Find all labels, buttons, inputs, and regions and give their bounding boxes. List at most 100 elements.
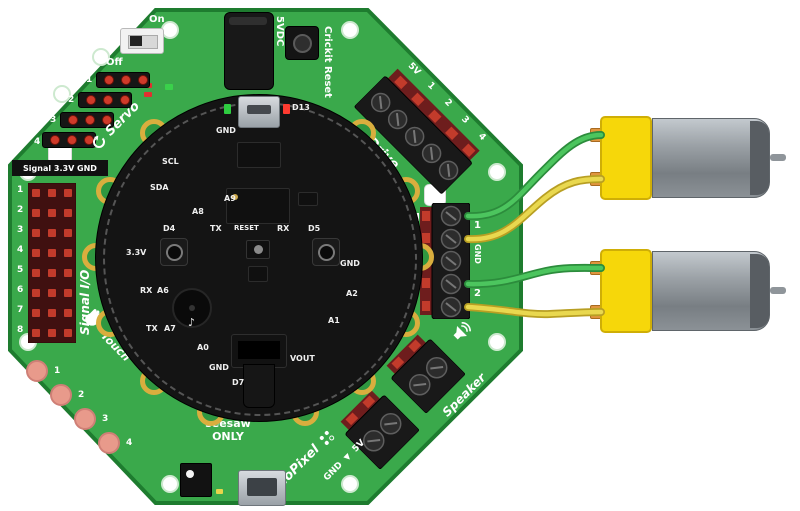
mounting-hole: [488, 333, 506, 351]
cpx-label: SDA: [150, 183, 169, 192]
touch-pad-label: 2: [78, 390, 85, 400]
signal-row-label: 6: [17, 285, 24, 295]
neopixel-title-group: NeoPixel: [256, 416, 348, 508]
dc-barrel-jack: [224, 12, 274, 90]
servo-horn-icon: [93, 135, 105, 148]
signal-row-label: 4: [17, 245, 24, 255]
motor-gnd-label: GND: [473, 244, 482, 264]
cpx-label: A2: [346, 289, 358, 298]
servo-title-group: Servo: [88, 73, 169, 154]
mounting-hole: [488, 163, 506, 181]
cpx-chip-tiny: [298, 192, 318, 206]
wire-motor1-yellow: [465, 176, 604, 242]
cpx-usb-connector: [238, 96, 280, 128]
cpx-battery-plug: [243, 364, 275, 408]
signal-row-label: 5: [17, 265, 24, 275]
touch-pad-2: [50, 384, 72, 406]
mounting-hole: [161, 475, 179, 493]
cpx-label: A8: [192, 207, 204, 216]
signal-row-label: 1: [17, 185, 24, 195]
switch-off-label: Off: [106, 57, 123, 68]
status-led: [144, 92, 152, 97]
servo-header-4: [42, 132, 96, 148]
touch-pad-label: 3: [102, 414, 109, 424]
wire-motor1-green: [465, 132, 604, 219]
crickit-reset-label: Crickit Reset: [322, 26, 333, 98]
signal-row-label: 3: [17, 225, 24, 235]
cpx-label: GND: [209, 363, 229, 372]
signal-header-bar: Signal 3.3V GND: [12, 160, 108, 176]
servo-header-3: [60, 112, 114, 128]
power-jack-label: 5VDC: [274, 16, 285, 47]
drive-group: 5V 1 2 3 4 Drive: [326, 45, 517, 236]
motor2-shaft: [770, 287, 786, 294]
motor2-end-cap: [600, 249, 652, 333]
mounting-hole: [92, 48, 110, 66]
bottom-status-neopixel: [180, 463, 212, 497]
cpx-accel-chip: [248, 266, 268, 282]
mounting-hole: [341, 475, 359, 493]
motor2-rear-cap: [750, 254, 769, 328]
servo-pin-label: 2: [68, 95, 75, 105]
crickit-reset-button: [285, 26, 319, 60]
touch-pad-1: [26, 360, 48, 382]
cpx-buzzer: [172, 288, 212, 328]
touch-pad-4: [98, 432, 120, 454]
speaker-icon: [453, 322, 471, 340]
drive-terminal-block: [354, 68, 480, 194]
cpx-label: A1: [328, 316, 340, 325]
cpx-label: GND: [340, 259, 360, 268]
cpx-reset-button: [246, 240, 270, 259]
cpx-button-d5: [312, 238, 340, 266]
signal-row-label: 7: [17, 305, 24, 315]
signal-row-label: 2: [17, 205, 24, 215]
cpx-button-d4: [160, 238, 188, 266]
neopixel-terminal-block: [340, 390, 419, 469]
switch-on-label: On: [149, 14, 165, 25]
signal-header-text: Signal 3.3V GND: [23, 163, 97, 173]
cpx-label: TX: [210, 224, 222, 233]
cpx-label: GND: [216, 126, 236, 135]
servo-pin-label: 3: [50, 115, 57, 125]
cpx-label: D4: [163, 224, 176, 233]
servo-header-1: [96, 72, 150, 88]
wire-motor2-green: [465, 265, 604, 287]
neopixel-dots-icon: [319, 430, 335, 445]
cpx-label: RESET: [234, 224, 259, 232]
motor1-end-cap: [600, 116, 652, 200]
cpx-label: SCL: [162, 157, 179, 166]
green-on-led: [224, 104, 231, 114]
dc-motor-1: [590, 116, 795, 200]
cpx-label: D13: [292, 103, 310, 112]
motor1-shaft: [770, 154, 786, 161]
switch-nub: [130, 36, 142, 46]
cpx-label: RX: [277, 224, 290, 233]
d13-led: [283, 104, 290, 114]
mounting-hole: [53, 85, 71, 103]
bottom-usb-connector: [238, 470, 286, 506]
music-note-icon: ♪: [188, 316, 196, 329]
wire-motor2-yellow: [465, 304, 604, 317]
cpx-label: RX: [140, 286, 153, 295]
power-switch: [120, 28, 164, 54]
cpx-label: 3.3V: [126, 248, 147, 257]
cpx-label: A6: [157, 286, 169, 295]
cpx-label: A9: [224, 194, 236, 203]
cpx-chip-small: [237, 142, 281, 168]
cpx-label: D7: [232, 378, 245, 387]
servo-header-2: [78, 92, 132, 108]
cpx-mcu-chip: [226, 188, 290, 224]
cpx-label: A7: [164, 324, 176, 333]
motor1-rear-cap: [750, 121, 769, 195]
motor-pin2-label: 2: [474, 288, 481, 299]
touch-pad-3: [74, 408, 96, 430]
signal-row-label: 8: [17, 325, 24, 335]
motor-pin1-label: 1: [474, 220, 481, 231]
mounting-hole: [341, 21, 359, 39]
touch-pad-label: 1: [54, 366, 61, 376]
servo-pin-label: 4: [34, 137, 41, 147]
cpx-label: VOUT: [290, 354, 315, 363]
yellow-led: [216, 489, 223, 494]
